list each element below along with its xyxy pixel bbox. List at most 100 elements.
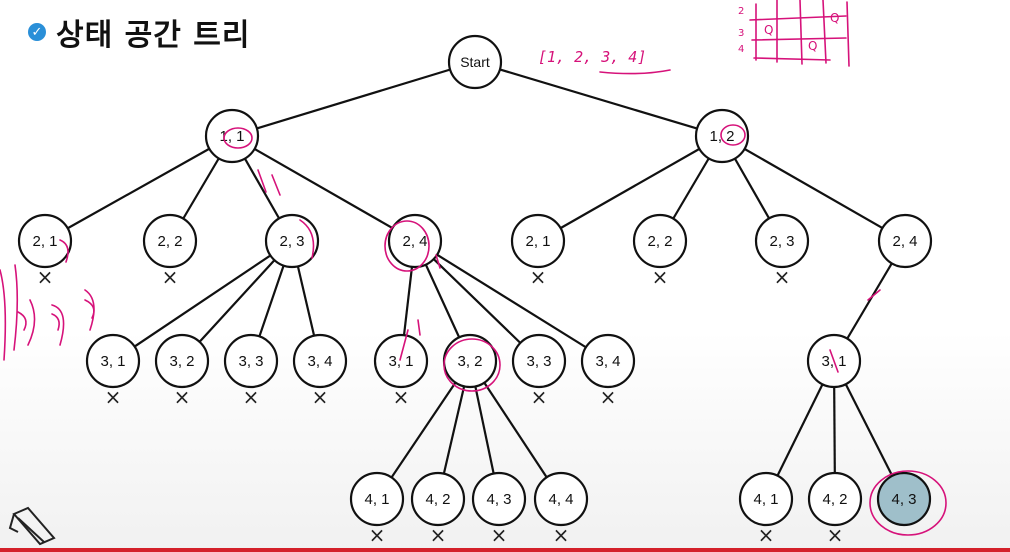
node-circle bbox=[373, 333, 429, 389]
tree-node-root: Start bbox=[447, 34, 503, 90]
tree-node-d2: 4, 2 bbox=[410, 471, 466, 527]
node-circle bbox=[632, 213, 688, 269]
node-label: 3, 2 bbox=[457, 353, 482, 370]
node-label: 2, 2 bbox=[157, 233, 182, 250]
node-label: 2, 1 bbox=[525, 233, 550, 250]
handwritten-annotations: [1, 2, 3, 4] Q Q Q 2 3 4 bbox=[0, 0, 947, 536]
prune-mark: × bbox=[312, 385, 329, 409]
prune-mark: × bbox=[491, 523, 508, 547]
node-label: 4, 1 bbox=[753, 491, 778, 508]
svg-text:4: 4 bbox=[738, 44, 744, 55]
node-circle bbox=[349, 471, 405, 527]
prune-mark: × bbox=[600, 385, 617, 409]
prune-mark: × bbox=[243, 385, 260, 409]
edge-b3-c2 bbox=[181, 240, 293, 362]
node-circle bbox=[264, 213, 320, 269]
prune-mark: × bbox=[553, 523, 570, 547]
tree-node-c1: 3, 1 bbox=[85, 333, 141, 389]
tree-node-d4: 4, 4 bbox=[533, 471, 589, 527]
node-circle bbox=[694, 108, 750, 164]
edge-a1-b1 bbox=[44, 135, 233, 242]
edge-root-a1 bbox=[231, 60, 476, 138]
node-circle bbox=[292, 333, 348, 389]
prune-marks: ×××××××××××××××××× bbox=[37, 265, 844, 547]
tree-node-d7: 4, 3 bbox=[876, 471, 932, 527]
prune-mark: × bbox=[393, 385, 410, 409]
svg-text:3: 3 bbox=[738, 28, 744, 39]
node-circle bbox=[533, 471, 589, 527]
node-circle bbox=[223, 333, 279, 389]
edge-root-a2 bbox=[474, 60, 723, 138]
node-label: 2, 4 bbox=[402, 233, 427, 250]
prune-mark: × bbox=[174, 385, 191, 409]
node-circle bbox=[807, 471, 863, 527]
node-label: 2, 3 bbox=[769, 233, 794, 250]
node-circle bbox=[17, 213, 73, 269]
tree-node-c8: 3, 4 bbox=[580, 333, 636, 389]
svg-text:Q: Q bbox=[808, 39, 817, 53]
node-label: 3, 2 bbox=[169, 353, 194, 370]
tree-node-b7: 2, 3 bbox=[754, 213, 810, 269]
node-label: 3, 1 bbox=[388, 353, 413, 370]
node-circle bbox=[447, 34, 503, 90]
tree-node-b2: 2, 2 bbox=[142, 213, 198, 269]
node-label: 2, 1 bbox=[32, 233, 57, 250]
node-circle bbox=[410, 471, 466, 527]
prune-mark: × bbox=[37, 265, 54, 289]
tree-node-d5: 4, 1 bbox=[738, 471, 794, 527]
node-label: 3, 3 bbox=[238, 353, 263, 370]
prune-mark: × bbox=[162, 265, 179, 289]
node-label: 4, 3 bbox=[891, 491, 916, 508]
svg-text:2: 2 bbox=[738, 6, 744, 17]
pencil-tool-icon[interactable] bbox=[8, 504, 58, 548]
node-circle bbox=[510, 213, 566, 269]
prune-mark: × bbox=[758, 523, 775, 547]
node-circle bbox=[754, 213, 810, 269]
node-label: 2, 2 bbox=[647, 233, 672, 250]
node-circle bbox=[204, 108, 260, 164]
tree-node-b1: 2, 1 bbox=[17, 213, 73, 269]
edge-a2-b8 bbox=[721, 135, 906, 242]
node-label: 3, 4 bbox=[307, 353, 332, 370]
edge-a2-b5 bbox=[537, 135, 723, 242]
prune-mark: × bbox=[531, 385, 548, 409]
node-label: 4, 1 bbox=[364, 491, 389, 508]
tree-node-b8: 2, 4 bbox=[877, 213, 933, 269]
node-circle bbox=[154, 333, 210, 389]
edge-b4-c7 bbox=[414, 240, 540, 362]
edge-b4-c8 bbox=[414, 240, 609, 362]
node-circle bbox=[471, 471, 527, 527]
node-label: 3, 3 bbox=[526, 353, 551, 370]
node-label: 2, 3 bbox=[279, 233, 304, 250]
node-label: 3, 4 bbox=[595, 353, 620, 370]
tree-node-c7: 3, 3 bbox=[511, 333, 567, 389]
prune-mark: × bbox=[369, 523, 386, 547]
node-circle bbox=[511, 333, 567, 389]
progress-bar bbox=[0, 548, 1010, 552]
prune-mark: × bbox=[105, 385, 122, 409]
prune-mark: × bbox=[430, 523, 447, 547]
check-icon: ✓ bbox=[28, 23, 46, 41]
node-circle bbox=[738, 471, 794, 527]
prune-mark: × bbox=[827, 523, 844, 547]
node-circle bbox=[580, 333, 636, 389]
node-label: 2, 4 bbox=[892, 233, 917, 250]
tree-node-a2: 1, 2 bbox=[694, 108, 750, 164]
node-label: 3, 1 bbox=[100, 353, 125, 370]
tree-node-b5: 2, 1 bbox=[510, 213, 566, 269]
tree-nodes: Start 1, 1 1, 2 2, 1 2, 2 2, 3 2, 4 2, 1 2, 2 2, … bbox=[17, 34, 933, 527]
tree-node-c5: 3, 1 bbox=[373, 333, 429, 389]
tree-node-a1: 1, 1 bbox=[204, 108, 260, 164]
node-label: 4, 2 bbox=[425, 491, 450, 508]
node-circle bbox=[142, 213, 198, 269]
svg-text:Q: Q bbox=[764, 23, 773, 37]
handwritten-list-note: [1, 2, 3, 4] bbox=[538, 48, 646, 66]
grid-sketch: Q Q Q 2 3 4 bbox=[738, 0, 850, 67]
tree-node-d3: 4, 3 bbox=[471, 471, 527, 527]
node-circle bbox=[877, 213, 933, 269]
node-label: 1, 2 bbox=[709, 128, 734, 145]
edge-c6-d1 bbox=[376, 360, 471, 500]
tree-node-b6: 2, 2 bbox=[632, 213, 688, 269]
node-label: 1, 1 bbox=[219, 128, 244, 145]
